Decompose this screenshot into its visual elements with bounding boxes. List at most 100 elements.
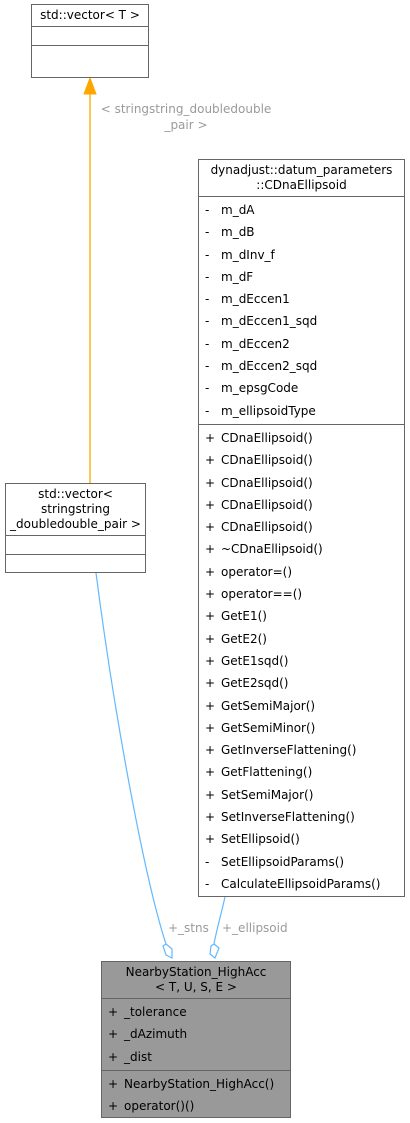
member-name: m_dEccen1 xyxy=(221,292,290,307)
member-name: m_dF xyxy=(221,269,254,284)
method-row[interactable]: -CalculateEllipsoidParams() xyxy=(199,873,404,895)
member-name: SetEllipsoid() xyxy=(221,832,300,847)
method-row[interactable]: + CDnaEllipsoid() xyxy=(199,472,404,494)
visibility-marker: + xyxy=(205,676,216,691)
method-row[interactable]: +CDnaEllipsoid() xyxy=(199,427,404,449)
member-name: GetSemiMajor() xyxy=(221,698,316,713)
attribute-row[interactable]: -m_dEccen1 xyxy=(199,288,404,310)
ellipsoid-edge-diamond xyxy=(209,943,220,959)
member-name: m_dB xyxy=(221,225,255,240)
member-name: SetInverseFlattening() xyxy=(221,810,355,825)
attribute-row[interactable]: -m_dB xyxy=(199,221,404,243)
visibility-marker: - xyxy=(205,336,210,351)
attribute-row[interactable]: -m_ellipsoidType xyxy=(199,400,404,422)
class-title: std::vector< T > xyxy=(32,5,148,26)
template-edge-arrowhead xyxy=(83,76,97,95)
visibility-marker: + xyxy=(108,1027,119,1042)
method-row[interactable]: +GetE2() xyxy=(199,628,404,650)
method-row[interactable]: + GetSemiMajor() xyxy=(199,695,404,717)
label-text: +_ellipsoid xyxy=(222,921,288,935)
attribute-section xyxy=(6,535,145,554)
attribute-row[interactable]: +_dAzimuth xyxy=(102,1023,290,1045)
method-row[interactable]: +GetSemiMinor() xyxy=(199,717,404,739)
member-name: CDnaEllipsoid() xyxy=(221,497,313,512)
method-row[interactable]: +SetSemiMajor() xyxy=(199,784,404,806)
class-vector-t[interactable]: std::vector< T > xyxy=(31,4,149,78)
visibility-marker: - xyxy=(205,854,210,869)
method-row[interactable]: + GetE1sqd() xyxy=(199,650,404,672)
visibility-marker: - xyxy=(205,381,210,396)
attribute-row[interactable]: -m_dInv_f xyxy=(199,244,404,266)
member-name: GetE2sqd() xyxy=(221,676,289,691)
attribute-row[interactable]: -m_dEccen2 xyxy=(199,333,404,355)
label-text: +_stns xyxy=(168,921,209,935)
label-line: < stringstring_doubledouble xyxy=(100,102,272,116)
class-title-line: ::CDnaEllipsoid xyxy=(256,178,347,192)
member-name: CDnaEllipsoid() xyxy=(221,520,313,535)
attribute-row[interactable]: + _tolerance xyxy=(102,1001,290,1023)
visibility-marker: + xyxy=(205,743,216,758)
method-row[interactable]: +GetE1() xyxy=(199,605,404,627)
class-title: std::vector< stringstring _doubledouble_… xyxy=(6,484,145,535)
class-title-line: NearbyStation_HighAcc xyxy=(125,965,267,979)
visibility-marker: + xyxy=(205,453,216,468)
class-title-line: _doubledouble_pair > xyxy=(10,517,141,531)
attribute-row[interactable]: +_dist xyxy=(102,1046,290,1068)
method-row[interactable]: +NearbyStation_HighAcc() xyxy=(102,1073,290,1095)
member-name: m_ellipsoidType xyxy=(221,403,316,418)
member-name: _dist xyxy=(124,1049,152,1064)
method-row[interactable]: +~CDnaEllipsoid() xyxy=(199,538,404,560)
class-vector-stringstring-pair[interactable]: std::vector< stringstring _doubledouble_… xyxy=(5,483,146,573)
method-row[interactable]: + GetE2sqd() xyxy=(199,672,404,694)
member-name: _tolerance xyxy=(124,1005,187,1019)
class-cdnaellipsoid[interactable]: dynadjust::datum_parameters ::CDnaEllips… xyxy=(198,159,405,897)
attribute-row[interactable]: -m_epsgCode xyxy=(199,377,404,399)
member-name: CDnaEllipsoid() xyxy=(221,453,313,468)
member-name: operator=() xyxy=(221,564,293,579)
method-row[interactable]: +GetFlattening() xyxy=(199,761,404,783)
visibility-marker: + xyxy=(205,698,216,713)
ellipsoid-edge-label: +_ellipsoid xyxy=(222,920,302,936)
method-row[interactable]: +operator()() xyxy=(102,1095,290,1117)
member-name: CDnaEllipsoid() xyxy=(221,475,313,490)
method-row[interactable]: + SetInverseFlattening() xyxy=(199,806,404,828)
method-section xyxy=(6,554,145,573)
visibility-marker: + xyxy=(205,564,216,579)
attribute-row[interactable]: -m_dEccen2_sqd xyxy=(199,355,404,377)
method-row[interactable]: + CDnaEllipsoid() xyxy=(199,449,404,471)
method-row[interactable]: + operator=() xyxy=(199,561,404,583)
visibility-marker: - xyxy=(205,876,210,891)
visibility-marker: + xyxy=(205,765,216,780)
member-name: operator()() xyxy=(124,1099,195,1114)
visibility-marker: + xyxy=(108,1076,119,1091)
visibility-marker: - xyxy=(205,403,210,418)
method-row[interactable]: +SetEllipsoid() xyxy=(199,828,404,850)
method-row[interactable]: +GetInverseFlattening() xyxy=(199,739,404,761)
member-name: m_dEccen1_sqd xyxy=(221,314,318,329)
visibility-marker: + xyxy=(205,430,216,445)
method-row[interactable]: -SetEllipsoidParams() xyxy=(199,851,404,873)
member-name: SetEllipsoidParams() xyxy=(221,854,345,869)
visibility-marker: + xyxy=(205,520,216,535)
class-title-line: < T, U, S, E > xyxy=(155,980,237,994)
class-title: NearbyStation_HighAcc < T, U, S, E > xyxy=(102,962,290,998)
class-nearbystation-highacc[interactable]: NearbyStation_HighAcc < T, U, S, E > + _t… xyxy=(101,961,291,1118)
method-row[interactable]: + CDnaEllipsoid() xyxy=(199,516,404,538)
attribute-row[interactable]: -m_dA xyxy=(199,199,404,221)
visibility-marker: + xyxy=(205,810,216,825)
member-name: m_dEccen2 xyxy=(221,336,290,351)
method-row[interactable]: +CDnaEllipsoid() xyxy=(199,494,404,516)
visibility-marker: + xyxy=(108,1005,119,1019)
visibility-marker: + xyxy=(205,475,216,490)
method-row[interactable]: +operator==() xyxy=(199,583,404,605)
visibility-marker: - xyxy=(205,292,210,307)
template-binding-label: < stringstring_doubledouble _pair > xyxy=(88,101,284,133)
stns-edge xyxy=(95,572,167,945)
member-name: operator==() xyxy=(221,587,303,602)
visibility-marker: + xyxy=(205,653,216,668)
visibility-marker: - xyxy=(205,269,210,284)
attribute-row[interactable]: -m_dEccen1_sqd xyxy=(199,310,404,332)
attribute-row[interactable]: -m_dF xyxy=(199,266,404,288)
member-name: m_dInv_f xyxy=(221,247,275,262)
member-name: GetE1sqd() xyxy=(221,653,289,668)
